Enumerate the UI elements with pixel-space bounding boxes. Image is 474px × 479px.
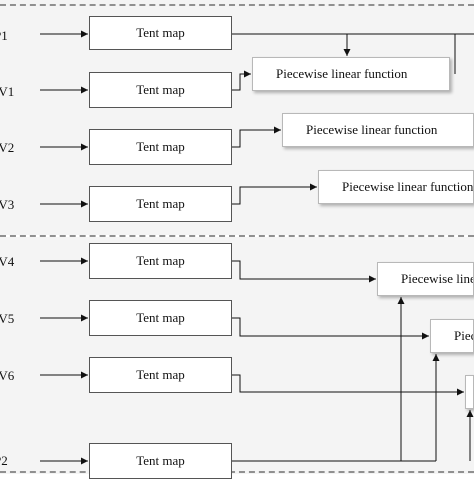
wire-iv4-out xyxy=(232,260,376,283)
input-label-iv6: IV6 xyxy=(0,368,15,383)
wire-iv2-out xyxy=(232,126,281,148)
wire-iv1-out xyxy=(232,70,251,91)
tent-map-box-p1: Tent map xyxy=(89,16,232,50)
wire-iv6-out xyxy=(232,374,464,396)
piecewise-box-1: Piecewise linear function xyxy=(252,57,450,91)
wire-iv3-out xyxy=(232,183,317,205)
input-label-p1: P1 xyxy=(0,28,8,43)
piecewise-box-2: Piecewise linear function xyxy=(282,113,474,147)
tent-map-box-iv1: Tent map xyxy=(89,72,232,108)
input-label-iv3: IV3 xyxy=(0,197,15,212)
top-dashed-divider xyxy=(0,4,474,6)
tent-map-box-iv2: Tent map xyxy=(89,129,232,165)
input-label-iv4: IV4 xyxy=(0,254,15,269)
input-label-iv1: IV1 xyxy=(0,84,15,99)
tent-map-box-iv4: Tent map xyxy=(89,243,232,279)
tent-map-box-p2: Tent map xyxy=(89,443,232,479)
tent-map-box-iv5: Tent map xyxy=(89,300,232,336)
middle-dashed-divider xyxy=(0,235,474,237)
input-label-iv5: IV5 xyxy=(0,311,15,326)
wire-iv5-out xyxy=(232,317,429,340)
piecewise-box-3: Piecewise linear function xyxy=(318,170,474,204)
piecewise-box-4: Piecewise linear function xyxy=(377,262,474,296)
input-label-iv2: IV2 xyxy=(0,140,15,155)
tent-map-box-iv3: Tent map xyxy=(89,186,232,222)
tent-map-box-iv6: Tent map xyxy=(89,357,232,393)
bottom-dashed-divider xyxy=(0,471,474,473)
input-label-p2: P2 xyxy=(0,453,8,468)
piecewise-box-5: Piecewise linear function xyxy=(430,319,474,353)
